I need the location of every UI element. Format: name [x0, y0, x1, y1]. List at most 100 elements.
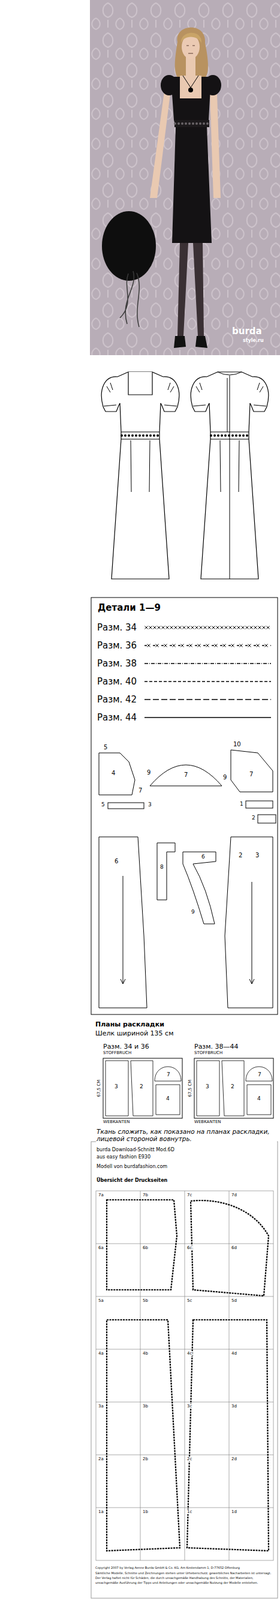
size-legend-row: Разм. 36: [97, 639, 272, 655]
part-number: 7: [183, 771, 189, 779]
fabric-edge-label: STOFFBRUCH: [95, 1049, 183, 1056]
part-number: 3: [147, 801, 153, 808]
part-number: 3: [113, 1082, 119, 1089]
fabric-edge-label: WEBKANTEN: [95, 1118, 183, 1125]
pattern-pieces: [98, 749, 276, 1008]
page-number: 4b: [142, 1350, 149, 1356]
page-number: 6d: [230, 1244, 238, 1250]
parts-heading: Детали 1—9: [97, 602, 162, 613]
page-number: 3d: [230, 1402, 238, 1408]
page-number: 7d: [230, 1191, 238, 1197]
part-number: 3: [254, 851, 260, 859]
page-number: 5a: [97, 1297, 105, 1303]
layout-heading: Планы раскладки: [94, 1020, 165, 1029]
page-number: 2b: [142, 1455, 149, 1461]
page-number: 6c: [186, 1244, 193, 1250]
watermark: burda: [231, 326, 263, 337]
part-number: 2: [230, 1082, 236, 1089]
layout-heading: Шелк шириной 135 см: [94, 1029, 174, 1038]
part-number: 1: [239, 800, 245, 807]
page-number: 1d: [230, 1508, 238, 1514]
size-name: Разм. 34: [97, 621, 137, 634]
size-legend-row: Разм. 44: [97, 711, 272, 727]
part-number: 9: [190, 908, 196, 915]
layout-note: Ткань сложить, как показано на планах ра…: [95, 1127, 278, 1142]
fabric-edge-label: STOFFBRUCH: [187, 1049, 275, 1056]
technical-flats: [101, 371, 269, 579]
size-heading: Разм. 38—44: [187, 1042, 275, 1050]
print-header: aus easy fashion E930: [95, 1153, 152, 1159]
copyright-note: Copyright 2007 by Verlag Aenne Burda Gmb…: [94, 1565, 241, 1570]
size-name: Разм. 38: [97, 657, 137, 670]
part-number: 10: [232, 740, 242, 748]
part-number: 6: [200, 853, 206, 860]
size-name: Разм. 42: [97, 693, 137, 706]
part-number: 2: [238, 851, 243, 859]
copyright-note: Der Verlag haftet nicht für Schäden, die…: [94, 1575, 255, 1580]
size-name: Разм. 36: [97, 639, 137, 652]
print-header: Modell von burdafashion.com: [95, 1163, 168, 1169]
page-number: 5c: [186, 1297, 193, 1303]
size-name: Разм. 40: [97, 675, 137, 688]
page-number: 6a: [97, 1244, 105, 1250]
page-number: 1a: [97, 1508, 105, 1514]
part-number: 4: [165, 1094, 171, 1101]
page-number: 2d: [230, 1455, 238, 1461]
size-line-sample: [144, 711, 272, 724]
page-number: 7b: [142, 1191, 149, 1197]
size-line-sample: [144, 693, 272, 706]
fabric-layout: Разм. 38—44STOFFBRUCH WEBKANTEN: [187, 1042, 275, 1125]
part-number: 5: [100, 801, 106, 808]
page-number: 6b: [142, 1244, 149, 1250]
layout-pieces: [105, 1060, 273, 1116]
print-grid: [95, 1190, 274, 1560]
part-number: 7: [137, 786, 143, 794]
print-pieces: [106, 1199, 269, 1550]
copyright-note: unsachgemäße Ausführung der Tipps und An…: [94, 1580, 259, 1585]
page-number: 5b: [142, 1297, 149, 1303]
size-name: Разм. 44: [97, 711, 137, 724]
fabric-layout: Разм. 34 и 36STOFFBRUCH WEBKANTEN: [95, 1042, 183, 1125]
page-number: 2c: [186, 1455, 193, 1461]
size-legend-row: Разм. 38: [97, 657, 272, 673]
page-number: 7c: [186, 1191, 193, 1197]
page-number: 1b: [142, 1508, 149, 1514]
fabric-width: 67,5 CM: [187, 1078, 193, 1098]
part-number: 2: [251, 814, 257, 821]
page-number: 1c: [186, 1508, 193, 1514]
fabric-width: 67,5 CM: [96, 1078, 102, 1098]
part-number: 2: [139, 1082, 144, 1089]
photo: [89, 0, 280, 355]
page-number: 4c: [186, 1350, 193, 1356]
page-number: 4d: [230, 1350, 238, 1356]
page-number: 3b: [142, 1402, 149, 1408]
part-number: 4: [110, 769, 116, 777]
print-frame: [91, 1140, 278, 1598]
watermark: style.ru: [242, 337, 265, 343]
size-line-sample: [144, 639, 272, 652]
size-line-sample: [144, 675, 272, 688]
part-number: 7: [257, 1070, 263, 1077]
print-header: Übersicht der Druckseiten: [95, 1176, 168, 1183]
size-heading: Разм. 34 и 36: [95, 1042, 183, 1050]
size-legend-row: Разм. 42: [97, 693, 272, 709]
part-number: 8: [159, 863, 165, 870]
page-number: 3a: [97, 1402, 105, 1408]
size-line-sample: [144, 657, 272, 670]
size-legend-row: Разм. 34: [97, 621, 272, 637]
page-number: 7a: [97, 1191, 105, 1197]
print-header: burda Download-Schnitt Mod.6D: [95, 1146, 176, 1152]
part-number: 3: [205, 1082, 210, 1089]
page-number: 4a: [97, 1350, 105, 1356]
part-number: 4: [256, 1094, 262, 1101]
fabric-edge-label: WEBKANTEN: [187, 1118, 275, 1125]
part-number: 7: [166, 1070, 171, 1077]
copyright-note: Sämtliche Modelle, Schnitte und Zeichnun…: [94, 1570, 272, 1575]
size-legend-row: Разм. 40: [97, 675, 272, 691]
part-number: 7: [248, 770, 254, 778]
part-number: 6: [113, 857, 119, 865]
page-number: 3c: [186, 1402, 193, 1408]
parts-frame: [91, 597, 278, 1014]
part-number: 9: [146, 768, 152, 776]
